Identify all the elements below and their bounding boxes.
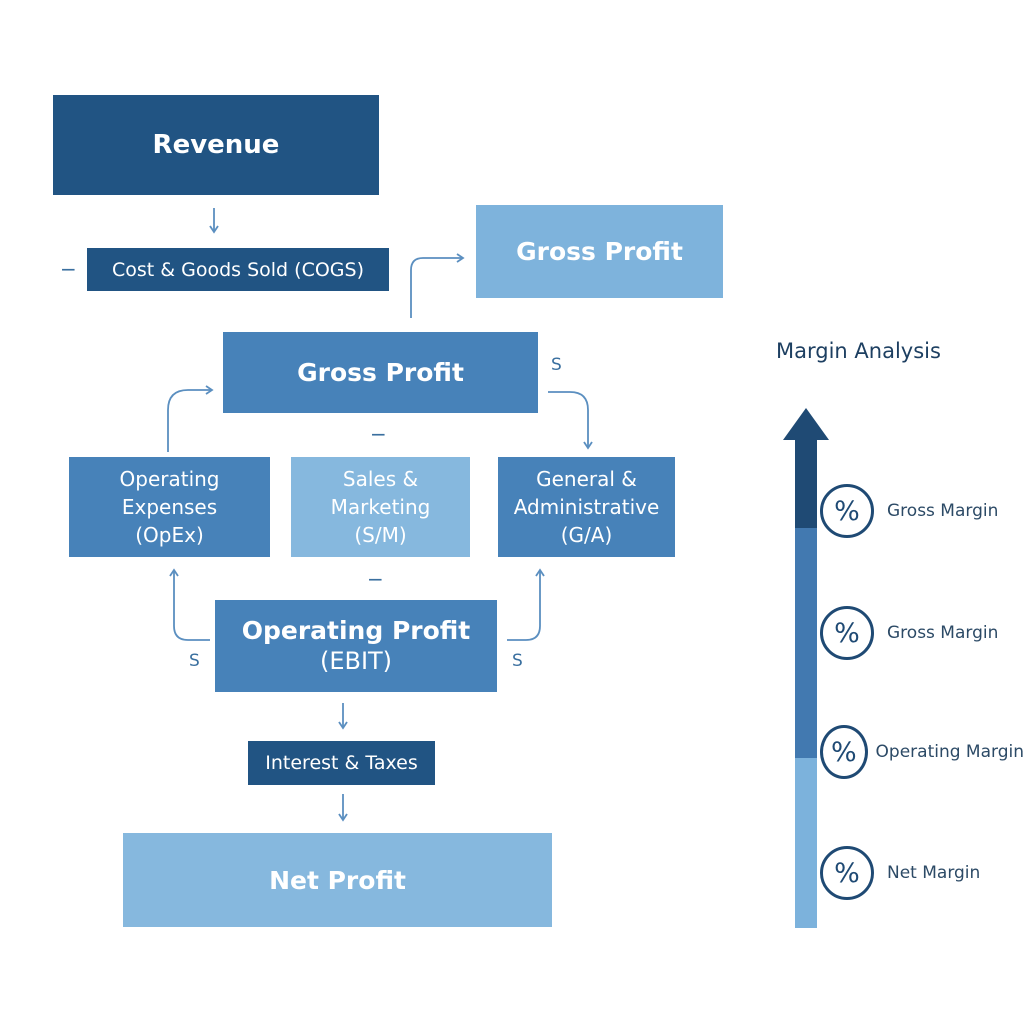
interest-taxes-label: Interest & Taxes bbox=[265, 752, 418, 774]
sm-line-3: (S/M) bbox=[354, 523, 407, 547]
margin-label: Gross Margin bbox=[887, 501, 999, 521]
margin-item-operating: % Operating Margin bbox=[820, 725, 1024, 779]
s-label-opex: S bbox=[189, 651, 200, 671]
arrow-opex-to-gross bbox=[167, 385, 214, 452]
arrow-gross-to-ga bbox=[548, 391, 593, 450]
arrow-ebit-to-opex bbox=[169, 568, 210, 641]
revenue-label: Revenue bbox=[152, 130, 280, 160]
gross-profit-mid-label: Gross Profit bbox=[297, 358, 464, 387]
interest-taxes-box: Interest & Taxes bbox=[248, 741, 435, 785]
percent-icon: % bbox=[820, 846, 874, 900]
percent-icon: % bbox=[820, 725, 868, 779]
bar-segment-dark bbox=[795, 438, 817, 528]
net-profit-label: Net Profit bbox=[269, 865, 406, 895]
margin-label: Net Margin bbox=[887, 863, 981, 883]
arrow-up-icon bbox=[783, 408, 829, 440]
operating-profit-box: Operating Profit (EBIT) bbox=[215, 600, 497, 692]
arrow-ebit-to-ga bbox=[507, 568, 545, 641]
ebit-line-1: Operating Profit bbox=[241, 616, 471, 645]
bar-segment-light bbox=[795, 758, 817, 928]
ga-line-1: General & bbox=[536, 467, 637, 491]
gross-profit-top-label: Gross Profit bbox=[516, 237, 683, 266]
s-label-gross: S bbox=[551, 355, 562, 375]
margin-scale-bar bbox=[795, 438, 817, 928]
margin-analysis-title: Margin Analysis bbox=[776, 339, 941, 363]
sales-marketing-box: Sales & Marketing (S/M) bbox=[291, 457, 470, 557]
sm-line-1: Sales & bbox=[342, 467, 419, 491]
opex-line-2: Expenses bbox=[121, 495, 218, 519]
cogs-box: Cost & Goods Sold (COGS) bbox=[87, 248, 389, 291]
percent-icon: % bbox=[820, 484, 874, 538]
ebit-line-2: (EBIT) bbox=[319, 647, 393, 675]
revenue-box: Revenue bbox=[53, 95, 379, 195]
sm-line-2: Marketing bbox=[330, 495, 431, 519]
bar-segment-mid bbox=[795, 528, 817, 758]
opex-box: Operating Expenses (OpEx) bbox=[69, 457, 270, 557]
minus-sign-cogs: − bbox=[60, 257, 77, 281]
margin-item-net: % Net Margin bbox=[820, 846, 980, 900]
opex-line-1: Operating bbox=[119, 467, 220, 491]
percent-icon: % bbox=[820, 606, 874, 660]
minus-sign-expenses: − bbox=[367, 567, 384, 591]
margin-item-gross-2: % Gross Margin bbox=[820, 606, 998, 660]
ga-line-2: Administrative bbox=[513, 495, 660, 519]
margin-item-gross-1: % Gross Margin bbox=[820, 484, 998, 538]
margin-label: Gross Margin bbox=[887, 623, 999, 643]
arrow-to-gross-top bbox=[410, 253, 465, 318]
opex-line-3: (OpEx) bbox=[135, 523, 204, 547]
net-profit-box: Net Profit bbox=[123, 833, 552, 927]
cogs-label: Cost & Goods Sold (COGS) bbox=[111, 258, 364, 281]
minus-sign-gross: − bbox=[370, 422, 387, 446]
general-admin-box: General & Administrative (G/A) bbox=[498, 457, 675, 557]
gross-profit-top-box: Gross Profit bbox=[476, 205, 723, 298]
gross-profit-mid-box: Gross Profit bbox=[223, 332, 538, 413]
s-label-ga: S bbox=[512, 651, 523, 671]
ga-line-3: (G/A) bbox=[560, 523, 613, 547]
margin-label: Operating Margin bbox=[875, 742, 1024, 762]
